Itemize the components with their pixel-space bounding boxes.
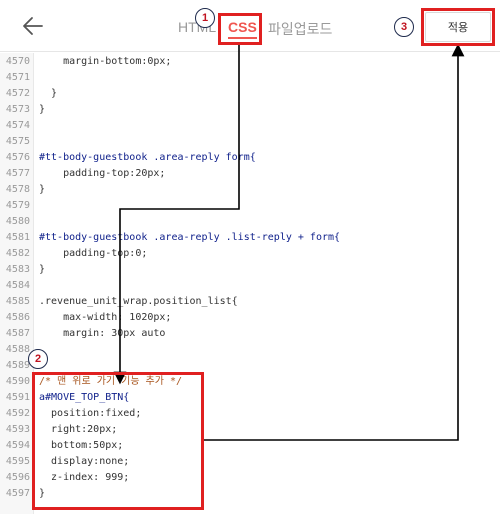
code-line: 4593 right:20px; — [0, 422, 500, 438]
line-number: 4582 — [5, 248, 30, 259]
code-line: 4575 — [0, 134, 500, 150]
code-line: 4596 z-index: 999; — [0, 470, 500, 486]
code-line: 4578} — [0, 182, 500, 198]
line-number: 4585 — [5, 296, 30, 307]
line-number: 4583 — [5, 264, 30, 275]
code-line: 4595 display:none; — [0, 454, 500, 470]
code-line: 4597} — [0, 486, 500, 502]
line-number: 4590 — [5, 376, 30, 387]
line-number: 4586 — [5, 312, 30, 323]
code-line: 4582 padding-top:0; — [0, 246, 500, 262]
code-line: 4579 — [0, 198, 500, 214]
line-number: 4574 — [5, 120, 30, 131]
apply-button[interactable]: 적용 — [425, 12, 491, 42]
code-text: } — [39, 264, 46, 275]
code-text: } — [39, 104, 46, 115]
tab-file-upload[interactable]: 파일업로드 — [268, 21, 333, 37]
line-number: 4571 — [5, 72, 30, 83]
code-text: } — [39, 184, 46, 195]
code-text: padding-top:20px; — [39, 168, 166, 179]
code-text: margin-bottom:0px; — [39, 56, 172, 67]
code-line: 4576 #tt-body-guestbook .area-reply form{ — [0, 150, 500, 166]
code-text: a#MOVE_TOP_BTN{ — [39, 392, 130, 403]
line-number: 4592 — [5, 408, 30, 419]
line-number: 4593 — [5, 424, 30, 435]
code-line: 4583} — [0, 262, 500, 278]
code-text: right:20px; — [39, 424, 118, 435]
line-number: 4587 — [5, 328, 30, 339]
line-number: 4580 — [5, 216, 30, 227]
line-number: 4588 — [5, 344, 30, 355]
line-number: 4581 — [5, 232, 30, 243]
code-text: } — [39, 488, 46, 499]
code-line: 4586 max-width: 1020px; — [0, 310, 500, 326]
code-text: } — [39, 88, 58, 99]
code-text: #tt-body-guestbook .area-reply .list-rep… — [39, 232, 341, 243]
line-number: 4576 — [5, 152, 30, 163]
code-line: 4572 } — [0, 86, 500, 102]
code-line: 4580 — [0, 214, 500, 230]
line-number: 4577 — [5, 168, 30, 179]
tab-css[interactable]: CSS — [228, 19, 257, 39]
line-number: 4591 — [5, 392, 30, 403]
code-text: position:fixed; — [39, 408, 142, 419]
code-text: display:none; — [39, 456, 130, 467]
line-number: 4589 — [5, 360, 30, 371]
code-line: 4581 #tt-body-guestbook .area-reply .list… — [0, 230, 500, 246]
tab-html[interactable]: HTML — [178, 19, 217, 35]
code-line: 4588 — [0, 342, 500, 358]
line-number: 4575 — [5, 136, 30, 147]
code-line: 4584 — [0, 278, 500, 294]
back-arrow-icon[interactable] — [20, 13, 46, 39]
code-line: 4589 — [0, 358, 500, 374]
line-number-gutter — [0, 53, 34, 514]
line-number: 4594 — [5, 440, 30, 451]
code-line: 4590 /* 맨 위로 가기 기능 추가 */ — [0, 374, 500, 390]
line-number: 4572 — [5, 88, 30, 99]
code-text: #tt-body-guestbook .area-reply form{ — [39, 152, 256, 163]
line-number: 4595 — [5, 456, 30, 467]
code-line: 4591 a#MOVE_TOP_BTN{ — [0, 390, 500, 406]
code-line: 4587 margin: 30px auto — [0, 326, 500, 342]
line-number: 4597 — [5, 488, 30, 499]
code-line: 4592 position:fixed; — [0, 406, 500, 422]
code-text: z-index: 999; — [39, 472, 130, 483]
code-text: .revenue_unit_wrap.position_list{ — [39, 296, 238, 307]
code-text: bottom:50px; — [39, 440, 124, 451]
line-number: 4579 — [5, 200, 30, 211]
code-line: 4570 margin-bottom:0px; — [0, 54, 500, 70]
line-number: 4578 — [5, 184, 30, 195]
line-number: 4584 — [5, 280, 30, 291]
code-line: 4594 bottom:50px; — [0, 438, 500, 454]
editor-header: HTML CSS 파일업로드 적용 — [0, 0, 500, 52]
code-text: /* 맨 위로 가기 기능 추가 */ — [39, 376, 183, 387]
code-text: margin: 30px auto — [39, 328, 166, 339]
code-line: 4571 — [0, 70, 500, 86]
line-number: 4573 — [5, 104, 30, 115]
code-line: 4574 — [0, 118, 500, 134]
line-number: 4596 — [5, 472, 30, 483]
code-line: 4577 padding-top:20px; — [0, 166, 500, 182]
line-number: 4570 — [5, 56, 30, 67]
code-text: padding-top:0; — [39, 248, 148, 259]
code-line: 4573} — [0, 102, 500, 118]
code-line: 4585 .revenue_unit_wrap.position_list{ — [0, 294, 500, 310]
code-text: max-width: 1020px; — [39, 312, 172, 323]
